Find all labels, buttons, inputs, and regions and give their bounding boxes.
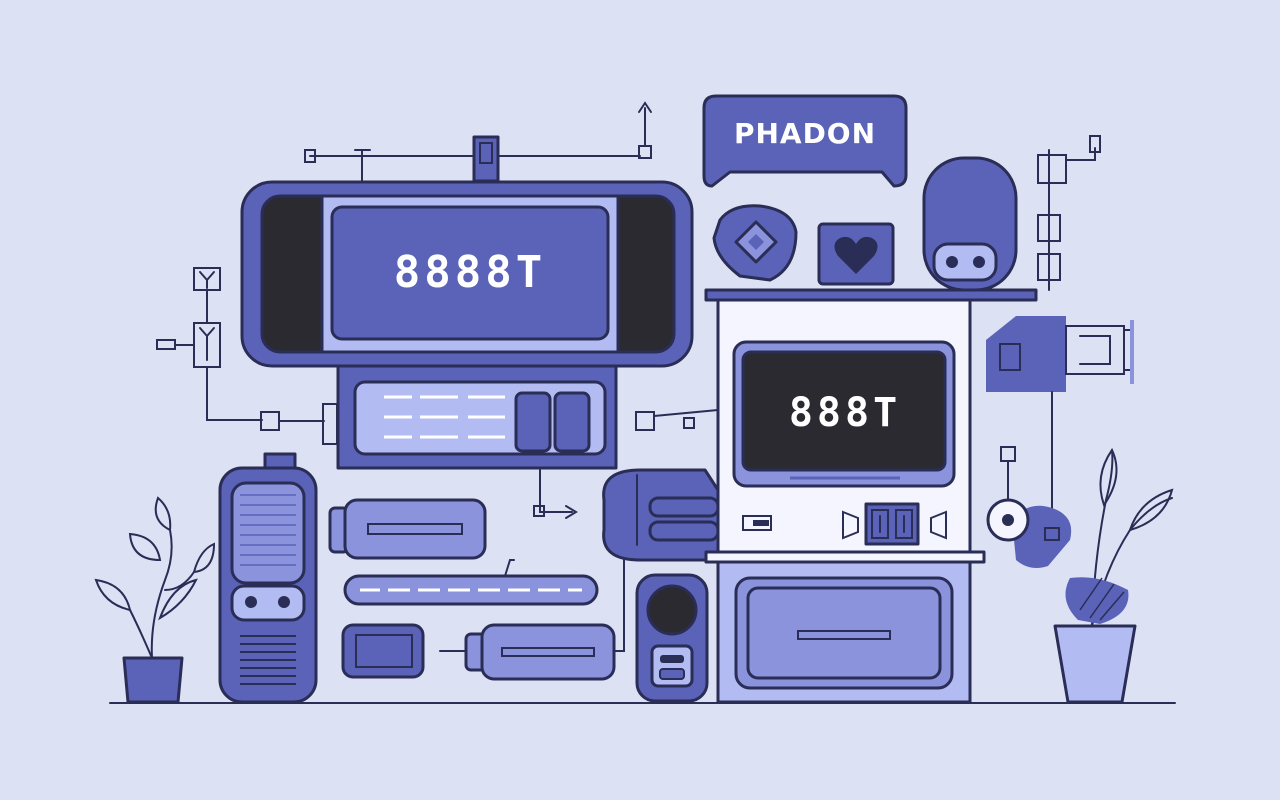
right-antenna-column: [1037, 135, 1101, 291]
top-wires: [304, 101, 652, 183]
left-base-unit: [336, 364, 618, 470]
heart-icon: [817, 222, 895, 286]
connect-wires: [635, 409, 719, 431]
speaker-tower: [218, 452, 318, 704]
left-monitor: 8888T: [240, 180, 694, 368]
wheel-connector: [986, 446, 1072, 568]
left-antenna-stack: [156, 267, 338, 445]
brand-label: PHADON: [734, 117, 876, 150]
left-monitor-display: 8888T: [394, 247, 546, 298]
plant-icon-right: [1053, 447, 1174, 704]
small-speaker: [635, 573, 709, 703]
antenna-icon: [638, 101, 652, 113]
speech-bubble-icon: PHADON: [702, 94, 908, 188]
middle-plugs: [328, 469, 641, 681]
right-plug: [986, 316, 1134, 531]
robot-speaker: [922, 156, 1018, 292]
center-connector: [602, 468, 720, 562]
diamond-icon: [712, 204, 798, 282]
right-monitor-display: 888T: [789, 390, 901, 436]
right-machine: 888T: [704, 288, 1038, 704]
plant-icon-left: [94, 496, 216, 704]
